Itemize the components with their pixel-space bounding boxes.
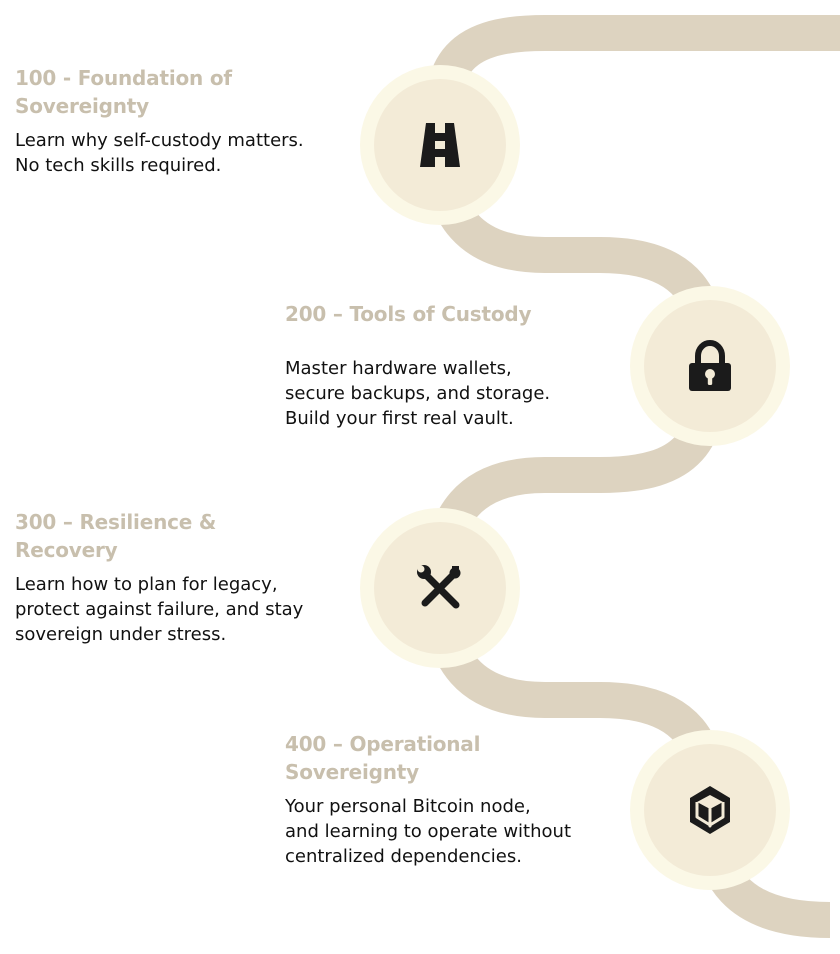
step-200: 200 – Tools of Custody Master hardware w… [285,300,605,431]
step-200-title: 200 – Tools of Custody [285,302,532,326]
padlock-icon [689,339,731,391]
step-100-title: 100 - Foundation of Sovereignty [15,66,232,118]
step-400-description: Your personal Bitcoin node, and learning… [285,796,571,867]
step-300-title: 300 – Resilience & Recovery [15,510,217,562]
step-300-node-inner [374,522,506,654]
step-400-node-inner [644,744,776,876]
step-100-description: Learn why self-custody matters. No tech … [15,130,304,176]
road-icon [420,123,460,167]
cube-icon [690,786,730,834]
step-400-title: 400 – Operational Sovereignty [285,732,481,784]
step-300: 300 – Resilience & Recovery Learn how to… [15,508,335,647]
step-200-description: Master hardware wallets, secure backups,… [285,358,551,429]
step-100-node-inner [374,79,506,211]
step-100-node [360,65,520,225]
step-200-node [630,286,790,446]
step-400: 400 – Operational Sovereignty Your perso… [285,730,605,869]
step-300-description: Learn how to plan for legacy, protect ag… [15,574,304,645]
step-300-node [360,508,520,668]
step-400-node [630,730,790,890]
step-200-gap [285,336,605,356]
step-100: 100 - Foundation of Sovereignty Learn wh… [15,64,330,178]
tools-icon [417,565,461,609]
step-200-node-inner [644,300,776,432]
